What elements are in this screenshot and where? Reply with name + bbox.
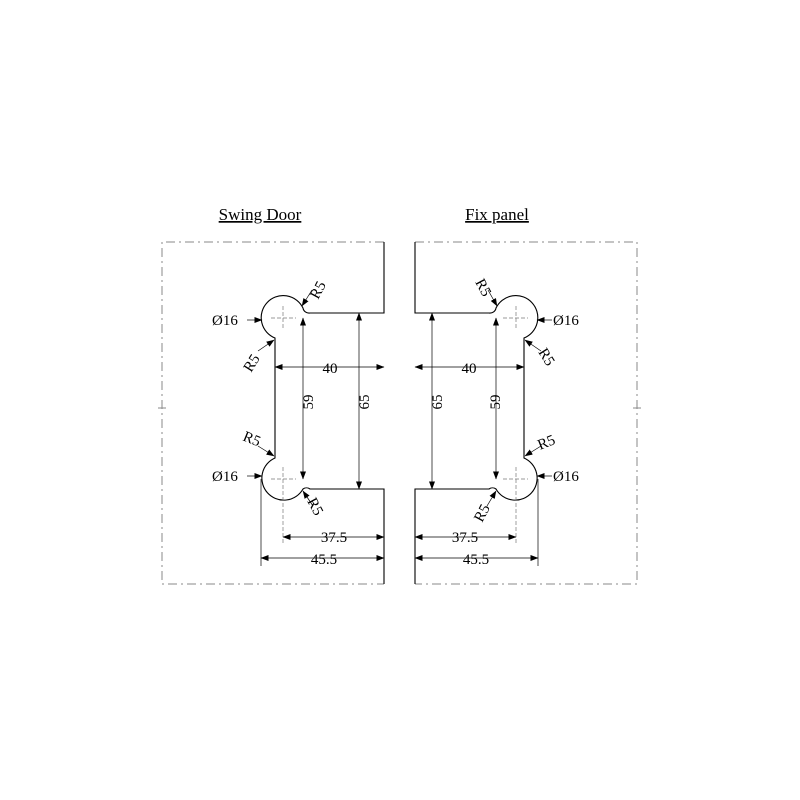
fix-panel-r5-bottom: R5 (471, 502, 493, 525)
fix-panel-r5-top: R5 (471, 276, 493, 299)
swing-door-r5-leader-left-lower (257, 445, 275, 457)
fix-panel-glass-outline (415, 241, 638, 585)
swing-door-r5-leader-left-upper (257, 339, 275, 352)
swing-door-dia-top: Ø16 (212, 313, 238, 329)
swing-door-title: Swing Door (219, 205, 302, 224)
swing-door-center-marks (260, 306, 385, 566)
swing-door-dim-40: 40 (323, 361, 338, 377)
fix-panel-title: Fix panel (465, 205, 529, 224)
swing-door-hinge-profile (260, 242, 385, 584)
fix-panel-r5-right-upper: R5 (535, 346, 558, 369)
swing-door-drawing: Swing Door 40 59 65 37.5 45.5 (158, 205, 385, 585)
fix-panel-hinge-profile (414, 242, 539, 584)
fix-panel-center-marks (414, 306, 539, 566)
fix-panel-r5-leader-bottom (486, 490, 497, 507)
swing-door-dia-bottom: Ø16 (212, 469, 238, 485)
swing-door-r5-left-lower: R5 (241, 429, 263, 450)
fix-panel-dim-37-5: 37.5 (452, 530, 478, 546)
swing-door-r5-leader-bottom (302, 490, 314, 507)
swing-door-r5-top: R5 (307, 279, 329, 302)
swing-door-dim-59: 59 (301, 395, 317, 410)
fix-panel-r5-leader-top (487, 289, 498, 307)
fix-panel-r5-leader-right-lower (524, 445, 542, 457)
fix-panel-dim-59: 59 (488, 395, 504, 410)
swing-door-glass-outline (161, 241, 384, 585)
fix-panel-dim-65: 65 (430, 395, 446, 410)
swing-door-r5-bottom: R5 (303, 495, 325, 518)
fix-panel-dim-40: 40 (462, 361, 477, 377)
swing-door-dim-37-5: 37.5 (321, 530, 347, 546)
swing-door-r5-leader-top (301, 289, 313, 307)
fix-panel-dia-top: Ø16 (553, 313, 579, 329)
fix-panel-r5-right-lower: R5 (536, 432, 558, 453)
swing-door-dim-65: 65 (357, 395, 373, 410)
swing-door-dim-45-5: 45.5 (311, 552, 337, 568)
fix-panel-drawing: Fix panel 40 65 59 37.5 45.5 (414, 205, 641, 585)
fix-panel-dim-45-5: 45.5 (463, 552, 489, 568)
fix-panel-r5-leader-right-upper (524, 339, 542, 352)
fix-panel-dia-bottom: Ø16 (553, 469, 579, 485)
swing-door-r5-left-upper: R5 (241, 352, 264, 375)
